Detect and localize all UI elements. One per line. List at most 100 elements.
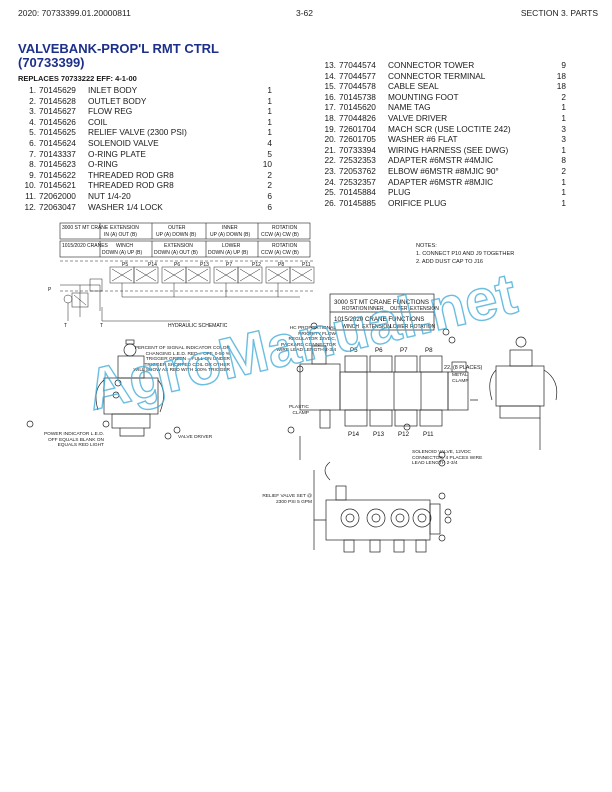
part-number: 70145623 xyxy=(39,159,76,170)
part-number: 72532357 xyxy=(339,176,376,187)
part-quantity: 1 xyxy=(561,144,566,155)
item-number: 20. xyxy=(324,134,336,145)
callout-plastic-clamp: PLASTIC CLAMP xyxy=(289,405,309,416)
part-number: 72063047 xyxy=(39,201,76,212)
item-number: 8. xyxy=(29,159,36,170)
part-number: 72601705 xyxy=(339,134,376,145)
functions-3000-col-2: INNER xyxy=(368,306,384,312)
part-quantity: 1 xyxy=(561,102,566,113)
t1-col1: 3000 ST MT CRANE xyxy=(62,225,109,231)
functions-3000-col-1: ROTATION xyxy=(342,306,367,312)
part-description: FLOW REG xyxy=(88,106,133,117)
item-number: 11. xyxy=(25,190,36,201)
part-quantity: 1 xyxy=(267,116,272,127)
bottom-port-p14: P14 xyxy=(348,431,360,438)
callout-adapters: 22, (8 PLACES) xyxy=(444,365,483,371)
bottom-port-p12: P12 xyxy=(398,431,410,438)
item-number: 3. xyxy=(29,106,36,117)
part-description: ADAPTER #6MSTR #8MJIC xyxy=(388,176,494,187)
part-number: 72062000 xyxy=(39,190,76,201)
part-row: 9.70145622 THREADED ROD GR8 2 xyxy=(18,169,272,181)
valve-label-p6: P6 xyxy=(174,262,180,268)
header-doc-id: 2020: 70733399.01.20000811 xyxy=(18,8,131,18)
callout-relief-valve: RELIEF VALVE SET @ 2300 PSI 5 GPM xyxy=(262,494,312,505)
part-quantity: 2 xyxy=(267,169,272,180)
part-quantity: 1 xyxy=(561,187,566,198)
t1-s1: IN (A) OUT (B) xyxy=(104,232,137,238)
header-section: SECTION 3. PARTS xyxy=(520,8,598,18)
part-description: O-RING PLATE xyxy=(88,148,146,159)
part-description: THREADED ROD GR8 xyxy=(88,169,174,180)
functions-1015-col-3: LOWER xyxy=(390,324,409,330)
part-quantity: 9 xyxy=(561,60,566,70)
part-description: SOLENOID VALVE xyxy=(88,137,159,148)
bottom-port-p11: P11 xyxy=(423,431,434,438)
functions-3000-col-3: OUTER xyxy=(390,306,408,312)
t1-h4: ROTATION xyxy=(272,225,297,231)
part-number: 70733394 xyxy=(339,144,376,155)
functions-1015-col-2: EXTENSION xyxy=(362,324,391,330)
part-number: 70145620 xyxy=(339,102,376,113)
part-quantity: 18 xyxy=(556,70,566,81)
part-number: 70145738 xyxy=(339,91,376,102)
item-number: 5. xyxy=(29,127,36,138)
t1-s4: CCW (A) CW (B) xyxy=(261,232,299,238)
part-quantity: 1 xyxy=(561,112,566,123)
t2-h2: EXTENSION xyxy=(164,243,193,249)
item-number: 21. xyxy=(324,144,336,155)
port-p: P xyxy=(48,287,52,293)
part-number: 70145622 xyxy=(39,169,76,180)
schematic-caption: HYDRAULIC SCHEMATIC xyxy=(168,323,228,329)
functions-title-3000: 3000 ST MT CRANE FUNCTIONS xyxy=(334,299,429,306)
item-number: 9. xyxy=(29,169,36,180)
part-description: NAME TAG xyxy=(388,102,431,113)
title-line-2: (70733399) xyxy=(18,55,85,70)
part-description: WASHER 1/4 LOCK xyxy=(88,201,163,212)
note-1: 1. CONNECT P10 AND J9 TOGETHER xyxy=(416,251,515,257)
part-description: VALVE DRIVER xyxy=(388,112,448,123)
part-number: 77044577 xyxy=(339,70,376,81)
part-description: WIRING HARNESS (SEE DWG) xyxy=(388,144,509,155)
part-quantity: 1 xyxy=(561,176,566,187)
t2-h3: LOWER xyxy=(222,243,241,249)
item-number: 24. xyxy=(324,176,336,187)
part-description: THREADED ROD GR8 xyxy=(88,180,174,191)
header-page-number: 3-62 xyxy=(296,8,314,18)
port-t-1: T xyxy=(64,323,67,329)
part-description: CONNECTOR TOWER xyxy=(388,60,475,70)
top-port-p5: P5 xyxy=(350,347,358,354)
part-quantity: 1 xyxy=(267,95,272,106)
part-quantity: 5 xyxy=(267,148,272,159)
part-quantity: 1 xyxy=(267,106,272,117)
part-description: WASHER #6 FLAT xyxy=(388,134,458,145)
item-number: 22. xyxy=(324,155,336,166)
item-number: 26. xyxy=(324,197,336,208)
part-number: 70145629 xyxy=(39,85,76,95)
callout-valve-driver: VALVE DRIVER xyxy=(178,435,213,440)
t2-h1: WINCH xyxy=(116,243,133,249)
part-description: MACH SCR (USE LOCTITE 242) xyxy=(388,123,511,134)
part-quantity: 10 xyxy=(262,159,272,170)
part-quantity: 1 xyxy=(267,85,272,95)
part-quantity: 3 xyxy=(561,123,566,134)
valve-label-p7: P7 xyxy=(226,262,232,268)
item-number: 6. xyxy=(29,137,36,148)
t2-s3: DOWN (A) UP (B) xyxy=(208,250,249,256)
part-row: 24.72532357 ADAPTER #6MSTR #8MJIC 1 xyxy=(318,177,566,188)
part-number: 77044826 xyxy=(339,112,376,123)
replaces-note: REPLACES 70733222 EFF: 4-1-00 xyxy=(18,74,137,83)
item-number: 19. xyxy=(324,123,336,134)
part-description: OUTLET BODY xyxy=(88,95,147,106)
part-number: 70145885 xyxy=(339,197,376,208)
t2-s4: CCW (A) CW (B) xyxy=(261,250,299,256)
part-number: 70145884 xyxy=(339,187,376,198)
